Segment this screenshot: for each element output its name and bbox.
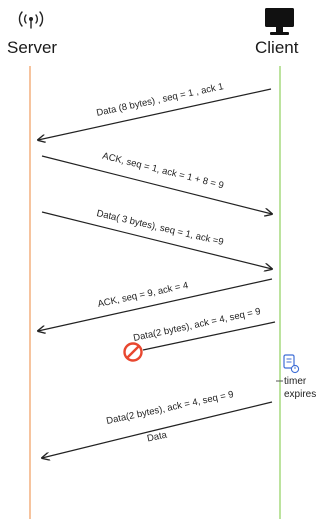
- server-label: Server: [7, 38, 58, 57]
- wifi-broadcast-icon: [18, 11, 44, 29]
- lost-packet-icon: [123, 342, 143, 362]
- msg-arrow-7: [42, 430, 153, 458]
- timer-label-line1: timer: [284, 376, 307, 387]
- msg-arrow-2: [41, 155, 272, 214]
- timer-label-line2: expires: [284, 389, 317, 400]
- msg-arrow-4: [38, 278, 273, 331]
- msg-arrow-3: [41, 211, 272, 269]
- msg-arrow-1: [38, 88, 272, 140]
- msg-arrow-5-lost: [142, 321, 276, 351]
- timer-icon: [283, 354, 300, 374]
- monitor-icon: [265, 8, 294, 35]
- msg-arrow-6: [151, 401, 273, 432]
- client-label: Client: [255, 38, 299, 57]
